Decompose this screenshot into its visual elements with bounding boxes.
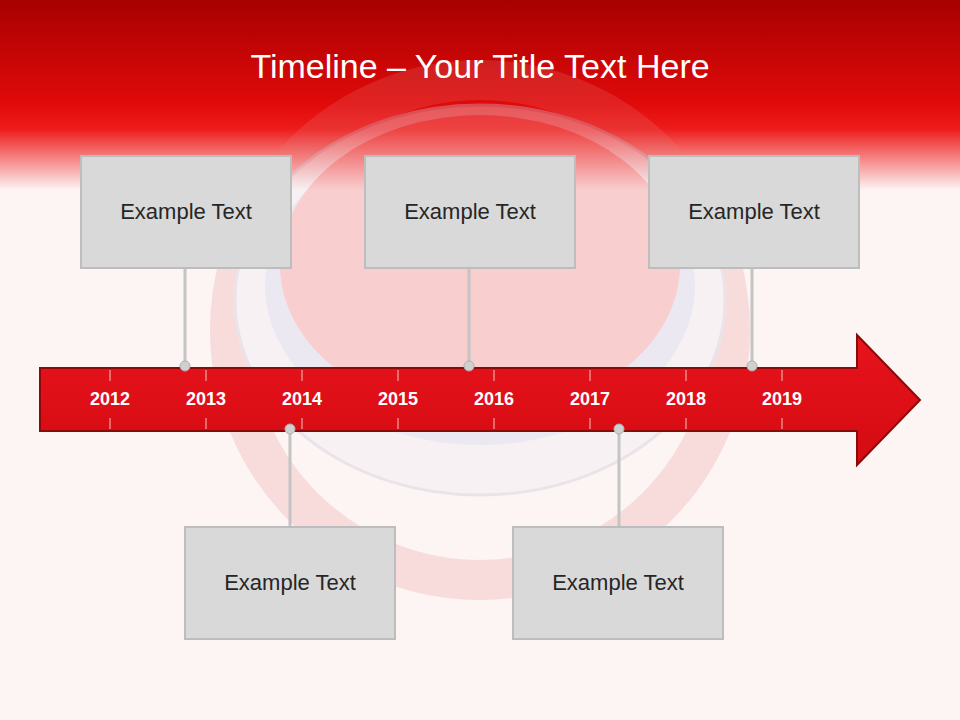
year-label: 2012 [90,388,130,410]
event-text: Example Text [224,570,356,596]
year-ticks [110,370,782,429]
event-box: Example Text [80,155,292,269]
event-box: Example Text [512,526,724,640]
year-label: 2019 [762,388,802,410]
slide-title: Timeline – Your Title Text Here [0,44,960,88]
leader-lines [185,269,752,526]
event-text: Example Text [404,199,536,225]
event-text: Example Text [552,570,684,596]
year-label: 2015 [378,388,418,410]
year-label: 2018 [666,388,706,410]
timeline-arrow [40,335,920,465]
event-text: Example Text [688,199,820,225]
event-box: Example Text [648,155,860,269]
year-label: 2017 [570,388,610,410]
year-label: 2016 [474,388,514,410]
year-label: 2014 [282,388,322,410]
leader-dots [180,361,757,434]
event-text: Example Text [120,199,252,225]
event-box: Example Text [364,155,576,269]
year-label: 2013 [186,388,226,410]
event-box: Example Text [184,526,396,640]
